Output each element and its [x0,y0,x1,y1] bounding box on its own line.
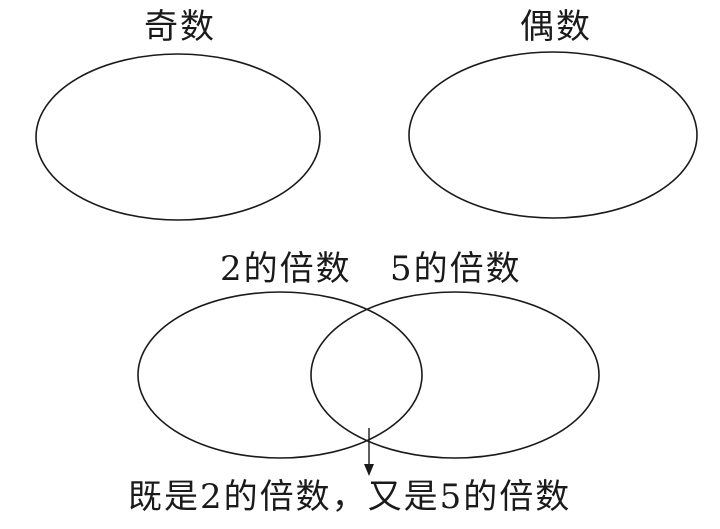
even-numbers-label: 偶数 [520,7,592,47]
odd-numbers-label: 奇数 [144,7,216,47]
even-numbers-ellipse [408,51,698,219]
multiples-of-5-ellipse [310,291,600,459]
multiples-of-2-ellipse [137,291,423,459]
multiples-of-2-label: 2的倍数 [220,249,352,289]
multiples-of-5-label: 5的倍数 [390,249,522,289]
intersection-caption: 既是2的倍数，又是5的倍数 [128,477,572,517]
odd-numbers-ellipse [35,53,321,221]
intersection-pointer-arrow [364,428,374,476]
